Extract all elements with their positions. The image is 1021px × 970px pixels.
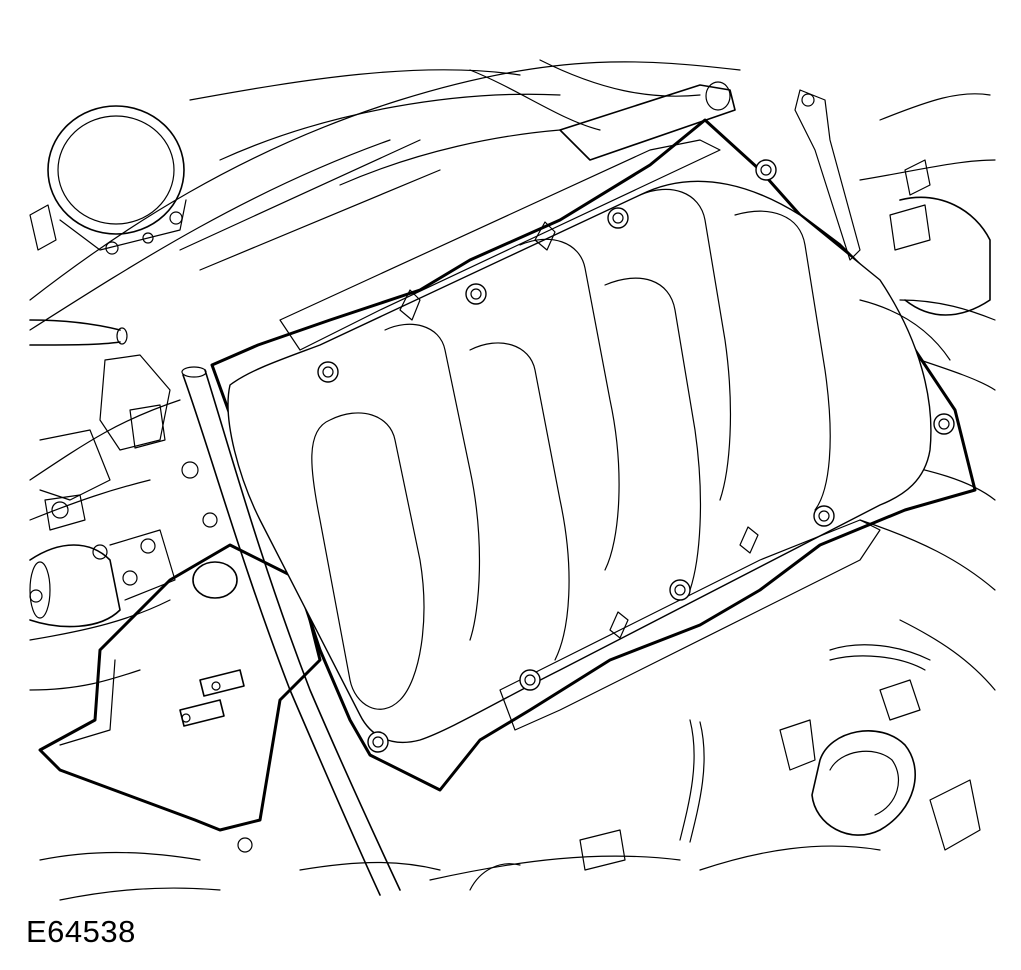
coolant-cap — [779, 719, 981, 851]
round-sensor-housing — [29, 105, 187, 255]
injector-clips — [399, 221, 759, 639]
manifold-bolts — [317, 159, 955, 753]
engine-bay-background — [29, 59, 996, 901]
left-hose — [29, 319, 128, 346]
wiring-harness — [469, 644, 931, 891]
intake-manifold-gasket — [210, 118, 977, 792]
right-bracket-hose — [794, 89, 991, 361]
figure-reference-code: E64538 — [26, 914, 136, 949]
throttle-body — [29, 529, 176, 628]
left-bracket-cluster — [39, 354, 218, 531]
intake-manifold — [227, 139, 932, 744]
coolant-hose — [181, 366, 401, 896]
fuel-rail-top — [559, 81, 736, 161]
lower-manifold-left — [38, 543, 322, 853]
